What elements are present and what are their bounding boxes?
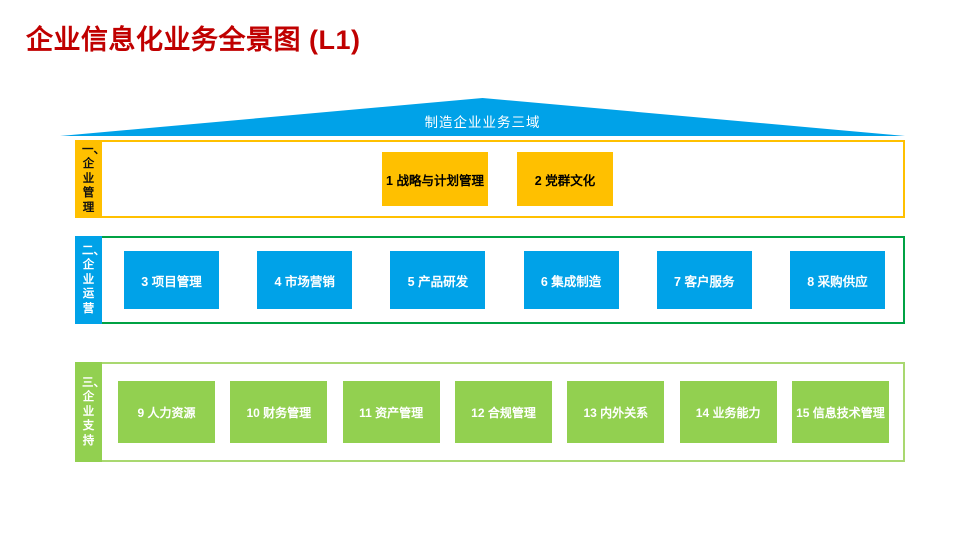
roof-banner: 制造企业业务三域 bbox=[60, 98, 905, 136]
process-box-14[interactable]: 14 业务能力 bbox=[679, 381, 777, 443]
band-panel-enterprise-management: 1 战略与计划管理 2 党群文化 bbox=[102, 140, 905, 218]
process-box-3[interactable]: 3 项目管理 bbox=[124, 251, 219, 309]
band-panel-enterprise-support: 9 人力资源 10 财务管理 11 资产管理 12 合规管理 13 内外关系 1… bbox=[102, 362, 905, 462]
band-enterprise-management: 一、企业管理 1 战略与计划管理 2 党群文化 bbox=[75, 140, 905, 218]
band-enterprise-operation: 二、企业运营 3 项目管理 4 市场营销 5 产品研发 6 集成制造 7 客户服… bbox=[75, 236, 905, 324]
process-box-8[interactable]: 8 采购供应 bbox=[789, 251, 885, 309]
process-box-5[interactable]: 5 产品研发 bbox=[390, 251, 486, 309]
page-title: 企业信息化业务全景图 (L1) bbox=[26, 25, 361, 55]
band-tab-enterprise-support[interactable]: 三、企业支持 bbox=[75, 362, 105, 462]
band-enterprise-support: 三、企业支持 9 人力资源 10 财务管理 11 资产管理 12 合规管理 13… bbox=[75, 362, 905, 462]
band-tab-label: 三、企业支持 bbox=[82, 377, 105, 447]
process-box-1[interactable]: 1 战略与计划管理 bbox=[382, 152, 488, 206]
process-box-15[interactable]: 15 信息技术管理 bbox=[791, 381, 889, 443]
band-panel-enterprise-operation: 3 项目管理 4 市场营销 5 产品研发 6 集成制造 7 客户服务 8 采购供… bbox=[102, 236, 905, 324]
process-box-12[interactable]: 12 合规管理 bbox=[454, 381, 552, 443]
process-box-6[interactable]: 6 集成制造 bbox=[523, 251, 619, 309]
process-box-4[interactable]: 4 市场营销 bbox=[257, 251, 353, 309]
process-box-2[interactable]: 2 党群文化 bbox=[517, 152, 613, 206]
process-box-13[interactable]: 13 内外关系 bbox=[567, 381, 665, 443]
process-box-7[interactable]: 7 客户服务 bbox=[656, 251, 752, 309]
band-tab-label: 二、企业运营 bbox=[82, 245, 105, 315]
process-box-10[interactable]: 10 财务管理 bbox=[230, 381, 328, 443]
roof-banner-label: 制造企业业务三域 bbox=[424, 115, 541, 130]
process-box-9[interactable]: 9 人力资源 bbox=[118, 381, 215, 443]
band-tab-enterprise-operation[interactable]: 二、企业运营 bbox=[75, 236, 105, 324]
band-tab-enterprise-management[interactable]: 一、企业管理 bbox=[75, 140, 105, 218]
process-box-11[interactable]: 11 资产管理 bbox=[342, 381, 440, 443]
band-tab-label: 一、企业管理 bbox=[82, 144, 105, 214]
